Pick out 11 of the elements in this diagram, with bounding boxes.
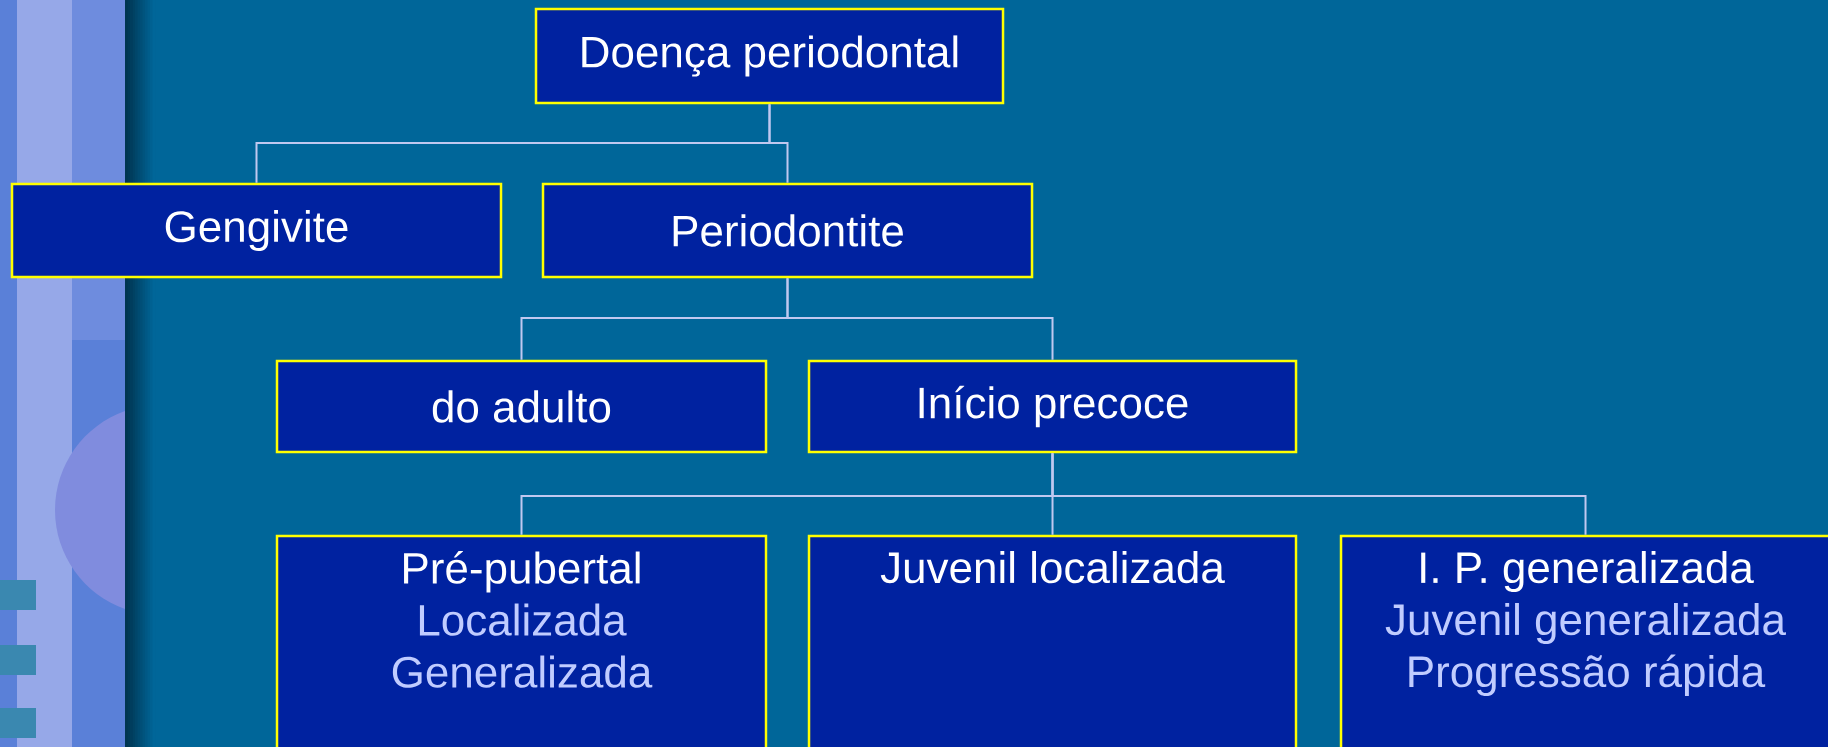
category-box: Início precoce (807, 359, 1298, 454)
category-box: Periodontite (541, 182, 1034, 279)
category-box: I. P. generalizada Juvenil generalizada Progressão rápida (1339, 534, 1828, 747)
category-box: Juvenil localizada (807, 534, 1298, 747)
connector-line (768, 103, 789, 184)
connector-line (1051, 452, 1587, 536)
category-box: Doença periodontal (534, 7, 1005, 105)
category-box: Gengivite (10, 182, 503, 279)
category-box: Pré-pubertal Localizada Generalizada (275, 534, 768, 747)
connector-line (786, 277, 1054, 361)
category-box: do adulto (275, 359, 768, 454)
